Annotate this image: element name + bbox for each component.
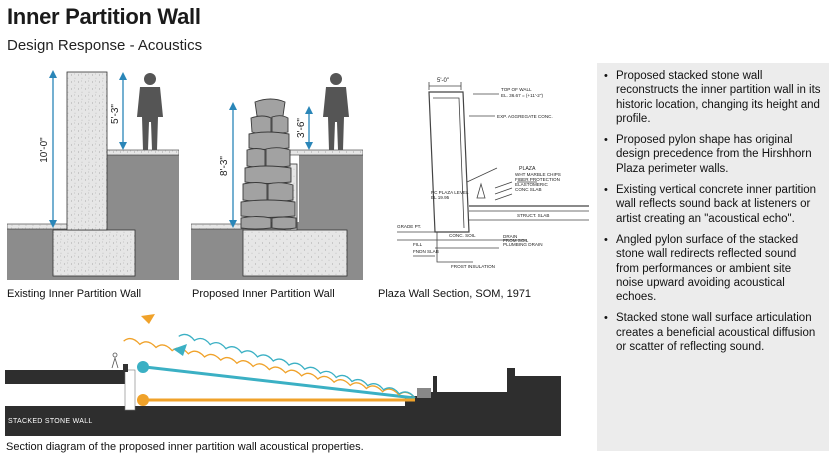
plaza-note: CONC SLAB: [515, 187, 542, 192]
height-label: 10'-0": [39, 137, 50, 163]
plaza-note: FROM SOIL: [503, 238, 529, 243]
height-label: 8'-3": [219, 156, 230, 176]
person-silhouette: [137, 73, 163, 150]
notes-list: Proposed stacked stone wall reconstructs…: [603, 69, 821, 354]
height-dimension: 10'-0": [39, 70, 57, 228]
plaza-note: EL 19.95: [431, 195, 450, 200]
person-dimension: 5'-3": [110, 72, 127, 150]
note-item: Angled pylon surface of the stacked ston…: [603, 233, 821, 304]
plaza-note: PC PLAZA LEVEL: [431, 190, 469, 195]
plaza-note: FIBER PROTECTION: [515, 177, 560, 182]
section-diagram-caption: Section diagram of the proposed inner pa…: [6, 441, 364, 453]
plaza-note: FROST INSULATION: [451, 264, 495, 269]
existing-wall-caption: Existing Inner Partition Wall: [7, 288, 142, 300]
plaza-note: FNDN SLAB: [413, 249, 439, 254]
stacked-stone-wall-label: STACKED STONE WALL: [8, 418, 93, 425]
plaza-note: ELASTOMERIC: [515, 182, 549, 187]
reflected-arrow-orange: [141, 314, 155, 324]
reflected-wave-teal: [178, 333, 416, 399]
height-dimension: 8'-3": [219, 102, 237, 228]
person-silhouette: [111, 352, 119, 369]
plaza-dim: 5'-0": [437, 78, 449, 84]
stacked-stone-wall: [240, 98, 297, 230]
sound-ray-orange: [137, 394, 415, 406]
person-height-label: 5'-3": [110, 104, 121, 124]
note-item: Proposed stacked stone wall reconstructs…: [603, 69, 821, 126]
notes-sidebar: Proposed stacked stone wall reconstructs…: [597, 63, 829, 451]
plaza-note: GRADE PT.: [397, 224, 421, 229]
note-item: Existing vertical concrete inner partiti…: [603, 183, 821, 226]
plaza-note: EL. 36.67 = (+11'-2"): [501, 93, 543, 98]
plaza-note: TOP OF WALL: [501, 87, 532, 92]
person-dimension: 3'-6": [296, 106, 313, 150]
plaza-note: WHT MARBLE CHIPS: [515, 172, 561, 177]
note-item: Proposed pylon shape has original design…: [603, 133, 821, 176]
reflected-wave-orange: [123, 337, 416, 399]
page-title: Inner Partition Wall: [7, 4, 201, 29]
note-item: Stacked stone wall surface articulation …: [603, 311, 821, 354]
plaza-wall-section-drawing: 5'-0" TOP OF WALL EL. 36.67 = (+11'-2") …: [397, 78, 589, 269]
page-subtitle: Design Response - Acoustics: [7, 37, 203, 54]
existing-wall-diagram: 10'-0" 5'-3": [7, 70, 179, 280]
sound-ray-teal: [137, 361, 416, 400]
plaza-note: PLUMBING DRAIN: [503, 242, 543, 247]
plaza-note: PLAZA: [519, 166, 536, 172]
plaza-note: EXP. AGGREGATE CONC.: [497, 114, 553, 119]
plaza-note: DRAIN: [503, 234, 517, 239]
plaza-note: STRUCT. SLAB: [517, 213, 549, 218]
plaza-wall-caption: Plaza Wall Section, SOM, 1971: [378, 288, 532, 300]
person-silhouette: [323, 73, 349, 150]
proposed-wall-caption: Proposed Inner Partition Wall: [192, 288, 335, 300]
person-height-label: 3'-6": [296, 118, 307, 138]
plaza-note: CONC. SOIL: [449, 233, 476, 238]
acoustic-section-diagram: [5, 314, 561, 436]
reflected-arrow-teal: [173, 344, 187, 356]
plaza-note: FILL: [413, 242, 423, 247]
proposed-wall-diagram: 8'-3" 3'-6": [191, 73, 363, 280]
